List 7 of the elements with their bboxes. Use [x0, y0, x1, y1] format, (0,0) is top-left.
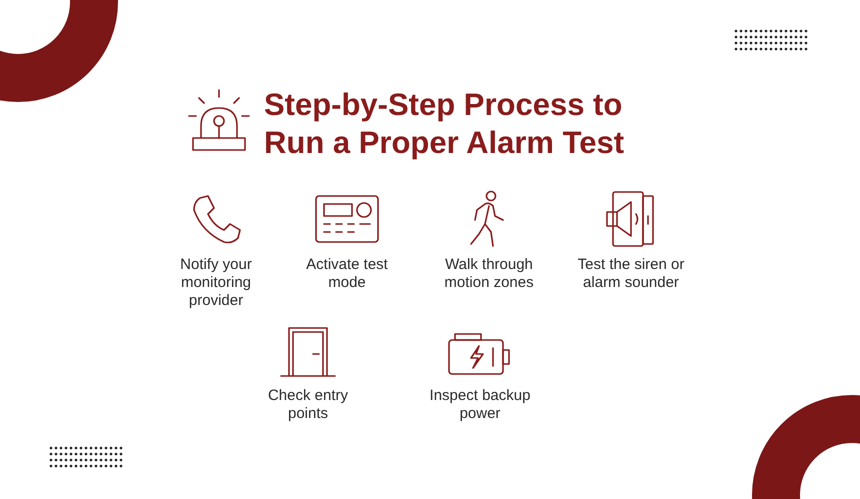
- step-label: Test the siren or alarm sounder: [576, 256, 686, 292]
- step-label: Walk through motion zones: [443, 256, 535, 292]
- step-label: Activate test mode: [305, 256, 389, 292]
- title: Step-by-Step Process to Run a Proper Alarm Test: [264, 86, 626, 162]
- step-label: Check entry points: [266, 387, 350, 423]
- step-label: Inspect backup power: [428, 387, 532, 423]
- step-label: Notify your monitoring provider: [179, 256, 253, 310]
